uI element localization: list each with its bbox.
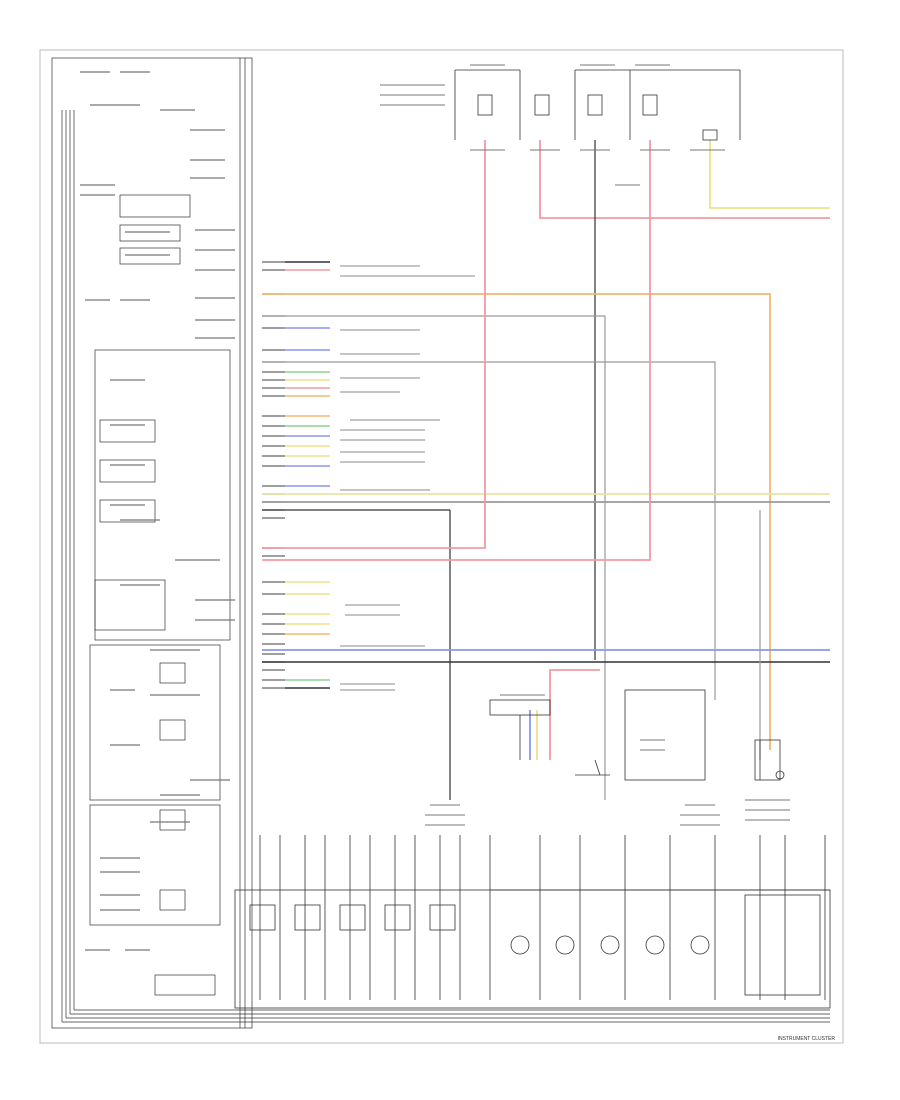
system-descriptor-labels bbox=[340, 265, 475, 691]
power-sources-top bbox=[454, 69, 741, 141]
wire-gray-a bbox=[262, 315, 606, 800]
sensor-components bbox=[489, 689, 785, 781]
left-block-detail-marks bbox=[80, 71, 235, 951]
diagram-frame bbox=[39, 49, 844, 1044]
wire-runs bbox=[262, 140, 830, 800]
pin-stubs bbox=[285, 261, 330, 689]
wire-orange bbox=[262, 293, 771, 750]
wire-red-relay-a bbox=[262, 140, 486, 549]
sensor-labels bbox=[425, 694, 790, 826]
wire-red-top bbox=[539, 140, 830, 219]
wire-red-relay-b bbox=[262, 140, 651, 561]
wire-yellow-top bbox=[709, 140, 830, 209]
indicator-row bbox=[234, 835, 831, 1009]
wire-gray-b bbox=[262, 361, 716, 700]
connector-pin-labels bbox=[262, 261, 285, 689]
footer-title: INSTRUMENT CLUSTER bbox=[778, 1036, 836, 1042]
wire-red-sensor bbox=[549, 669, 600, 760]
power-source-labels bbox=[380, 64, 725, 186]
instrument-cluster-block bbox=[51, 57, 830, 1029]
